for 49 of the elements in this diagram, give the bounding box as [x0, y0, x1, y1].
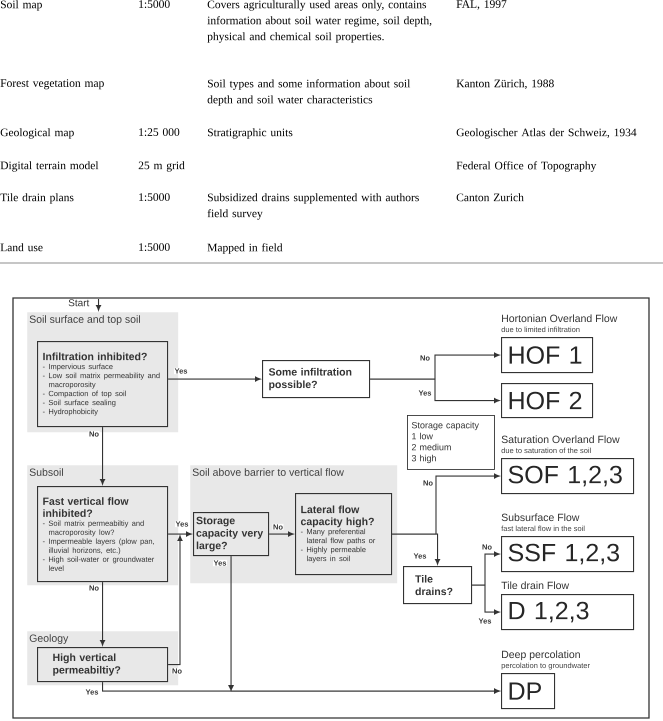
- key-box: Storage capacity 1 low 2 medium 3 high: [407, 415, 495, 470]
- result-box: SSF 1,2,3: [501, 536, 634, 572]
- arrow: [269, 532, 294, 537]
- table-cell: Federal Office of Topography: [456, 161, 596, 172]
- flow-type-title: Saturation Overland Flow: [502, 435, 620, 444]
- table-cell: Digital terrain model: [0, 161, 98, 172]
- arrow: [96, 299, 102, 311]
- result-box: DP: [501, 673, 556, 710]
- arrow: [168, 532, 192, 537]
- table-cell: Geological map: [0, 128, 74, 139]
- table-cell: Soil types and some information about soil depth and soil water characteristics: [208, 79, 410, 106]
- table-cell: Mapped in field: [208, 243, 282, 254]
- question-box: Tile drains?: [403, 566, 472, 604]
- question-box: High vertical permeabiltiy?: [37, 647, 168, 682]
- table-cell: Forest vegetation map: [0, 79, 104, 90]
- table-cell: 1:5000: [139, 243, 170, 251]
- table-cell: Covers agriculturally used areas only, contains information about soil water regime, soil depth, physical and chemical soil properties.: [207, 0, 432, 43]
- question-box: Some infiltration possible?: [262, 360, 370, 398]
- table-cell: Soil map: [0, 0, 42, 11]
- flow-type-title: Tile drain Flow: [501, 581, 570, 590]
- arrow: [370, 378, 500, 404]
- table-cell: Stratigraphic units: [208, 128, 292, 139]
- flow-type-title: Deep percolation: [502, 650, 580, 660]
- result-box: D 1,2,3: [501, 594, 634, 630]
- table-cell: Kanton Zürich, 1988: [456, 79, 554, 89]
- question-box: Storage capacity very large?: [193, 512, 270, 556]
- arrow: [168, 536, 183, 666]
- table-cell: Canton Zurich: [456, 193, 524, 202]
- result-box: HOF 1: [501, 337, 594, 374]
- table-cell: Geologischer Atlas der Schweiz, 1934: [456, 128, 636, 139]
- arrow: [168, 376, 261, 382]
- table-cell: Tile drain plans: [0, 193, 74, 204]
- table-cell: FAL, 1997: [456, 0, 506, 10]
- table-cell: 1:25 000: [139, 128, 180, 136]
- table-cell: 25 m grid: [138, 161, 185, 172]
- table-cell: Land use: [0, 243, 43, 252]
- arrow: [230, 556, 500, 694]
- result-box: SOF 1,2,3: [501, 458, 634, 494]
- arrow: [392, 534, 440, 565]
- flow-type-title: Subsurface Flow: [502, 513, 580, 522]
- table-cell: 1:5000: [139, 193, 170, 201]
- arrow: [100, 427, 106, 485]
- flow-type-title: Hortonian Overland Flow: [502, 314, 618, 322]
- arrow: [100, 582, 106, 646]
- result-box: HOF 2: [501, 383, 594, 418]
- arrow: [472, 584, 500, 615]
- table-cell: 1:5000: [139, 0, 170, 8]
- table-cell: Subsidized drains supplemented with authors field survey: [208, 193, 419, 220]
- start-label: Start: [68, 299, 90, 306]
